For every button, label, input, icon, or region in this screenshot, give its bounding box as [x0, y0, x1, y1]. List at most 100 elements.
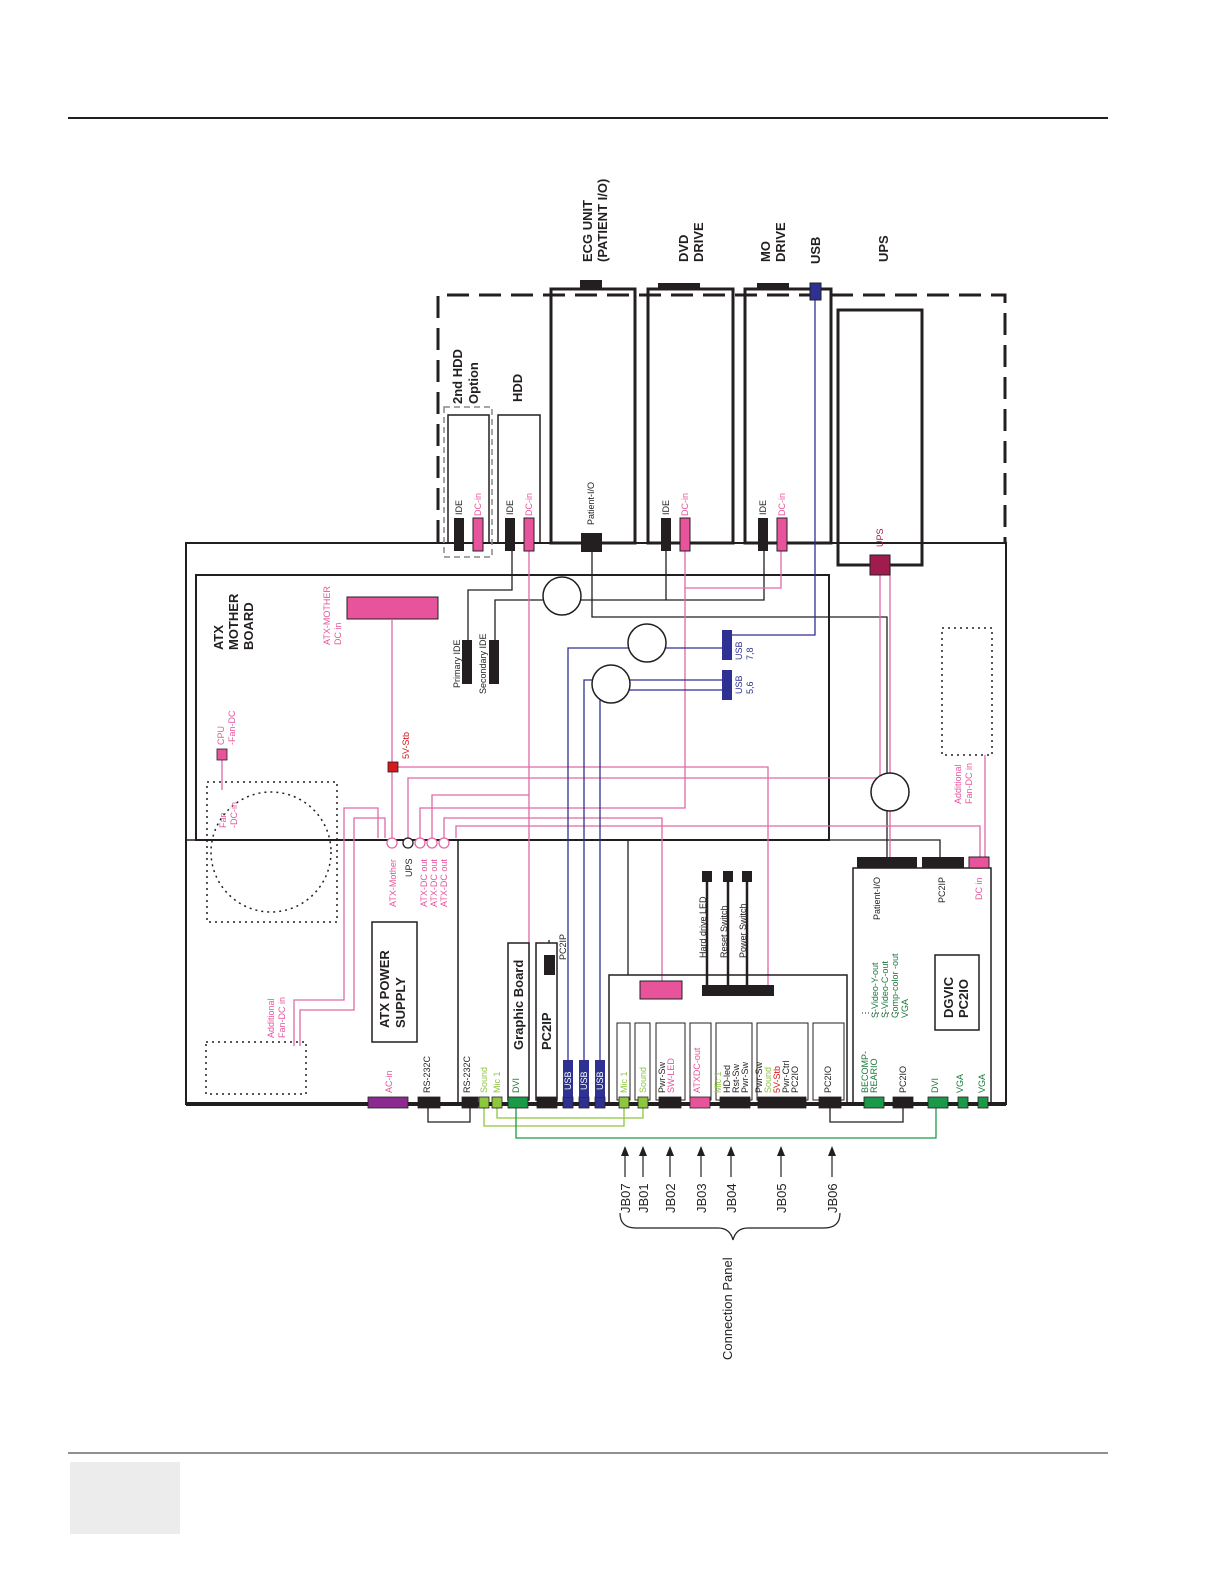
hdd-ide-connector	[505, 518, 515, 551]
jb-label-JB06: JB06	[825, 1183, 840, 1213]
video-outputs-label-line: VGA	[900, 999, 910, 1018]
rear-connector	[927, 1096, 949, 1109]
drive-ide-label-line: IDE	[758, 500, 768, 515]
rear-connector	[863, 1096, 885, 1109]
rear-connector	[757, 1096, 807, 1109]
jb-label-JB03: JB03	[694, 1183, 709, 1213]
rear-label-13-line: Rst-Sw	[731, 1064, 741, 1094]
fan-dcin-label-line: -DC-in	[229, 802, 239, 828]
psu-out-label-0: ATX-Mother	[388, 859, 398, 907]
stb-label-line: 5V-Stb	[401, 732, 411, 759]
rear-label-6: USB	[563, 1071, 573, 1090]
jb-label-JB04-line: JB04	[724, 1183, 739, 1213]
motherboard-title-line: ATX	[211, 625, 226, 650]
rear-label-15: PC2IO	[823, 1066, 833, 1093]
ecg-unit-label: ECG UNIT(PATIENT I/O)	[580, 179, 610, 262]
rear-label-4-line: Mic 1	[492, 1071, 502, 1093]
switch-label-2: Power Switch	[738, 903, 748, 958]
wires	[221, 300, 986, 1139]
usb-label-line: USB	[808, 237, 823, 264]
drive-bay-dashed-outline	[436, 293, 1007, 542]
jb-label-JB02: JB02	[663, 1183, 678, 1213]
rear-label-7-line: USB	[579, 1071, 589, 1090]
switch-label-0: Hard drive LED	[698, 896, 708, 958]
switch-label-1: Reset Switch	[719, 905, 729, 958]
pc2ip-board-label: PC2IP	[539, 1012, 554, 1050]
rear-label-0-line: AC-in	[384, 1070, 394, 1093]
switch-label-1-line: Reset Switch	[719, 905, 729, 958]
atx-mother-dc-label-line: DC in	[333, 622, 343, 645]
rear-label-5: DVI	[511, 1078, 521, 1093]
atx-mother-dc-label-line: ATX-MOTHER	[322, 586, 332, 645]
wire-usb56a	[583, 679, 724, 1090]
switch-label-2-line: Power Switch	[738, 903, 748, 958]
stb-label: 5V-Stb	[401, 732, 411, 759]
drive-ide-label-line: IDE	[454, 500, 464, 515]
right-dcin-connector	[968, 856, 990, 869]
dgvic-title-line: PC2IO	[956, 979, 971, 1018]
wire-dcin-dvd	[684, 551, 782, 589]
rear-label-0: AC-in	[384, 1070, 394, 1093]
connection-panel-switch-connector	[702, 985, 774, 996]
rear-label-16: BECOMP-REARIO	[860, 1051, 879, 1093]
rear-usb-block	[579, 1060, 589, 1097]
ecg-unit-label-line: (PATIENT I/O)	[595, 179, 610, 262]
5v-stb-connector	[387, 761, 399, 773]
hdd2-ide-connector	[454, 518, 464, 551]
drive-dcin-label: DC-in	[524, 493, 534, 516]
video-outputs-label-line: Comp-color -out	[890, 953, 900, 1018]
switch-terminal-1	[702, 871, 712, 882]
page-tab	[70, 1462, 180, 1534]
fan-dcin-label: Fan-DC-in	[218, 802, 239, 828]
switch-terminal-3	[742, 871, 752, 882]
rear-label-6-line: USB	[563, 1071, 573, 1090]
rear-label-14-line: PC2IO	[790, 1066, 800, 1093]
switch-terminal-2	[723, 871, 733, 882]
wire-dc-right	[455, 825, 981, 858]
psu-out-label-2-line: ATX-DC out	[429, 859, 439, 907]
crossover-circle-3	[591, 664, 631, 704]
rear-label-2: RS-232C	[462, 1055, 472, 1093]
rear-connector	[719, 1096, 751, 1109]
ecg-unit-label-line: ECG UNIT	[580, 200, 595, 262]
psu-output-circle	[414, 837, 426, 849]
atx-mother-dc-connector	[346, 596, 439, 620]
rear-connector	[637, 1096, 649, 1109]
usb56-connector	[722, 670, 732, 700]
rear-connector	[417, 1096, 441, 1109]
connection-panel-pink-connector	[639, 980, 683, 1000]
rear-label-14-line: Pwr-Sw	[754, 1062, 764, 1093]
cpu-fan-connector	[216, 748, 228, 761]
rear-connector	[957, 1096, 969, 1109]
wire-dvi	[515, 1104, 937, 1139]
cpu-fan-label-line: CPU	[216, 726, 226, 745]
wire-atxdc-rear	[443, 817, 663, 982]
wire-patient-io	[591, 552, 888, 858]
usb56-label-line: USB	[734, 675, 744, 694]
jb-arrow-head	[639, 1146, 647, 1156]
rear-label-9: Mic 1	[619, 1071, 629, 1093]
drive-dcin-label: DC-in	[777, 493, 787, 516]
right-patient-io-label-line: Patient-I/O	[872, 877, 882, 920]
rear-connector	[507, 1096, 529, 1109]
switch-label-0-line: Hard drive LED	[698, 896, 708, 958]
wire-mic	[496, 1104, 644, 1119]
psu-title-line: SUPPLY	[393, 977, 408, 1028]
connection-panel-label: Connection Panel	[720, 1257, 735, 1360]
rear-label-18: DVI	[930, 1078, 940, 1093]
hdd-label-line: HDD	[510, 374, 525, 402]
psu-fan-dotted-circle	[210, 791, 332, 913]
drive-ide-label: IDE	[758, 500, 768, 515]
motherboard-title-line: MOTHER	[226, 593, 241, 650]
connection-panel-label-line: Connection Panel	[720, 1257, 735, 1360]
right-pc2ip-label-line: PC2IP	[937, 877, 947, 903]
atx-power-supply-block	[185, 839, 459, 1105]
